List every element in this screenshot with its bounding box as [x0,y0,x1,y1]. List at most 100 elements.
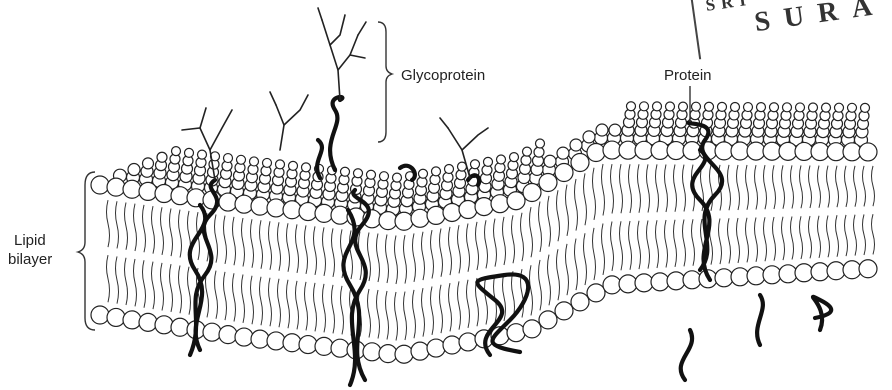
lipid-head-bottom [283,334,301,352]
lipid-head-top [379,212,397,230]
lipid-tail [584,173,587,225]
lipid-head-back [521,155,531,165]
lipid-tail [116,201,119,248]
lipid-tail [683,165,686,212]
lipid-head-bottom [267,332,285,350]
lipid-tail [512,215,515,263]
lipid-tail [116,256,119,303]
lipid-tail [269,221,272,270]
lipid-tail [827,166,830,208]
lipid-head-back [666,102,675,111]
lipid-head-top [523,184,541,202]
lipid-tail [431,230,434,278]
lipid-head-back [263,158,272,167]
sugar-chain [318,8,322,20]
lipid-tail [386,291,389,340]
lipid-tail [575,239,578,291]
lipid-tail [566,244,569,295]
lipid-head-bottom [315,337,333,355]
lipid-head-top [219,193,237,211]
lipid-tail [719,218,722,264]
lipid-tail [656,164,659,212]
lipid-head-top [811,143,829,161]
lipid-head-back [341,167,350,176]
lipid-tail [593,228,596,280]
lipid-tail [260,277,263,326]
lipid-head-bottom [219,326,237,344]
lipid-head-top [555,164,573,182]
lipid-tail [782,165,785,208]
lipid-tail [575,179,578,231]
lipid-tail [656,220,659,268]
lipid-tail [773,217,776,261]
sugar-chain [440,118,448,128]
lipid-head-back [835,103,844,112]
lipid-head-bottom [795,264,813,282]
lipid-tail [296,224,299,273]
lipid-tail [602,223,605,274]
lipid-head-back [484,157,493,166]
lipid-head-bottom [171,318,189,336]
lipid-head-top [731,142,749,160]
lipid-head-back [861,103,870,112]
lipid-tail [584,233,587,285]
lipid-tail [800,165,803,208]
lipid-tail [314,226,317,275]
stamp-line2: SURA [752,0,887,39]
lipid-head-top [299,203,317,221]
lipid-tail [458,225,461,273]
lipid-tail [458,281,461,329]
lipid-tail [683,219,686,266]
lipid-tail [404,292,407,340]
glycoprotein-bracket [378,22,392,142]
lipid-tail [143,260,146,307]
lipid-tail [737,218,740,263]
lipid-tail [809,216,812,258]
lipid-head-back [653,102,662,111]
lipid-head-back [783,103,792,112]
lipid-head-top [635,141,653,159]
lipid-head-back [185,148,194,157]
lipid-tail [251,276,254,325]
lipid-head-back [627,102,636,111]
lipid-tail [566,185,569,236]
lipid-tail [422,232,425,280]
lipid-tail [548,196,551,247]
lipid-tail [818,166,821,208]
lipid-tail [179,210,182,258]
lipid-head-back [757,103,766,112]
lipid-tail [467,280,470,328]
lipid-head-back [302,163,311,172]
lipid-head-bottom [91,306,109,324]
lipid-bilayer-bracket [78,172,95,330]
lipid-head-bottom [363,343,381,361]
lipid-tail [323,227,326,275]
lipid-head-top [315,204,333,222]
lipid-head-bottom [603,276,621,294]
lipid-tail [161,263,164,311]
sugar-chain [270,92,276,105]
lipid-head-bottom [395,345,413,363]
sugar-chain [322,20,340,100]
lipid-tail [278,279,281,328]
lipid-head-bottom [651,273,669,291]
lipid-head-back [744,103,753,112]
lipid-head-top [859,143,877,161]
lipid-tail [674,165,677,212]
lipid-head-back [128,164,140,176]
lipid-tail [539,202,542,252]
lipid-tail [332,228,335,277]
lipid-head-back [583,131,595,143]
sugar-chain [338,35,358,70]
lipid-tail [152,262,155,310]
lipid-head-bottom [411,342,429,360]
lipid-head-top [651,141,669,159]
lipid-head-back [497,155,506,164]
lipid-head-back [796,103,805,112]
lipid-head-back [143,158,154,169]
lipid-head-top [747,142,765,160]
protein-strand [681,330,692,380]
lipid-head-back [289,161,298,170]
lipid-head-top [539,174,557,192]
